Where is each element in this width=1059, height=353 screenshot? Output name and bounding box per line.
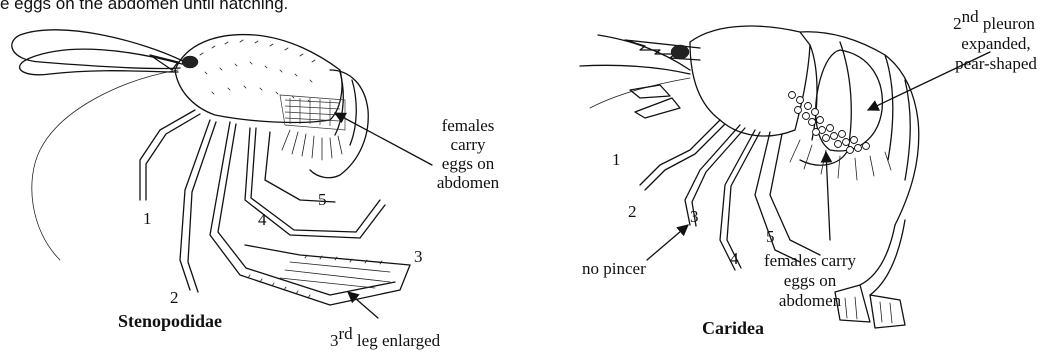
caridea-leg-1-label: 1 — [612, 150, 621, 169]
caridea-egg-cluster — [789, 92, 870, 154]
caridea-leg-5-label: 5 — [766, 227, 775, 246]
stenopodidae-illustration: 1 2 3 4 5 females carry eggs on abdomen … — [12, 30, 500, 350]
caridea-leg-3-label: 3 — [690, 207, 699, 226]
caridea-pincer-label: no pincer — [582, 259, 646, 278]
caridea-eggs-label-line1: females carry — [764, 251, 857, 270]
stenopodidae-leg3-label: 3rd leg enlarged — [330, 324, 441, 350]
caridea-leg-4-label: 4 — [730, 249, 739, 268]
stenopodidae-leg-4-label: 4 — [258, 210, 267, 229]
caridea-pleuron-label-line2: expanded, — [961, 34, 1030, 53]
stenopodidae-leg-3-label: 3 — [414, 247, 423, 266]
caridea-illustration: 1 2 3 4 5 2nd pleuron expanded, pear-sha… — [580, 7, 1037, 338]
stenopodidae-eggs-label-line2: carry — [451, 135, 486, 154]
stenopodidae-leg-5-label: 5 — [318, 190, 327, 209]
caridea-eggs-label-line2: eggs on — [784, 271, 837, 290]
stenopodidae-eggs-label-line1: females — [442, 116, 495, 135]
caridea-pleuron-label-line3: pear-shaped — [955, 54, 1037, 73]
stenopodidae-eggs-label-line3: eggs on — [442, 154, 495, 173]
caridea-leg-2-label: 2 — [628, 202, 637, 221]
stenopodidae-leg-1-label: 1 — [143, 209, 152, 228]
caridea-pleuron-label-line1: 2nd pleuron — [953, 7, 1035, 33]
stenopodidae-title: Stenopodidae — [118, 311, 222, 331]
caridea-eggs-label-line3: abdomen — [779, 291, 842, 310]
caridea-title: Caridea — [702, 318, 764, 338]
stenopodidae-leg-2-label: 2 — [170, 288, 179, 307]
stenopodidae-eggs-label-line4: abdomen — [437, 173, 500, 192]
